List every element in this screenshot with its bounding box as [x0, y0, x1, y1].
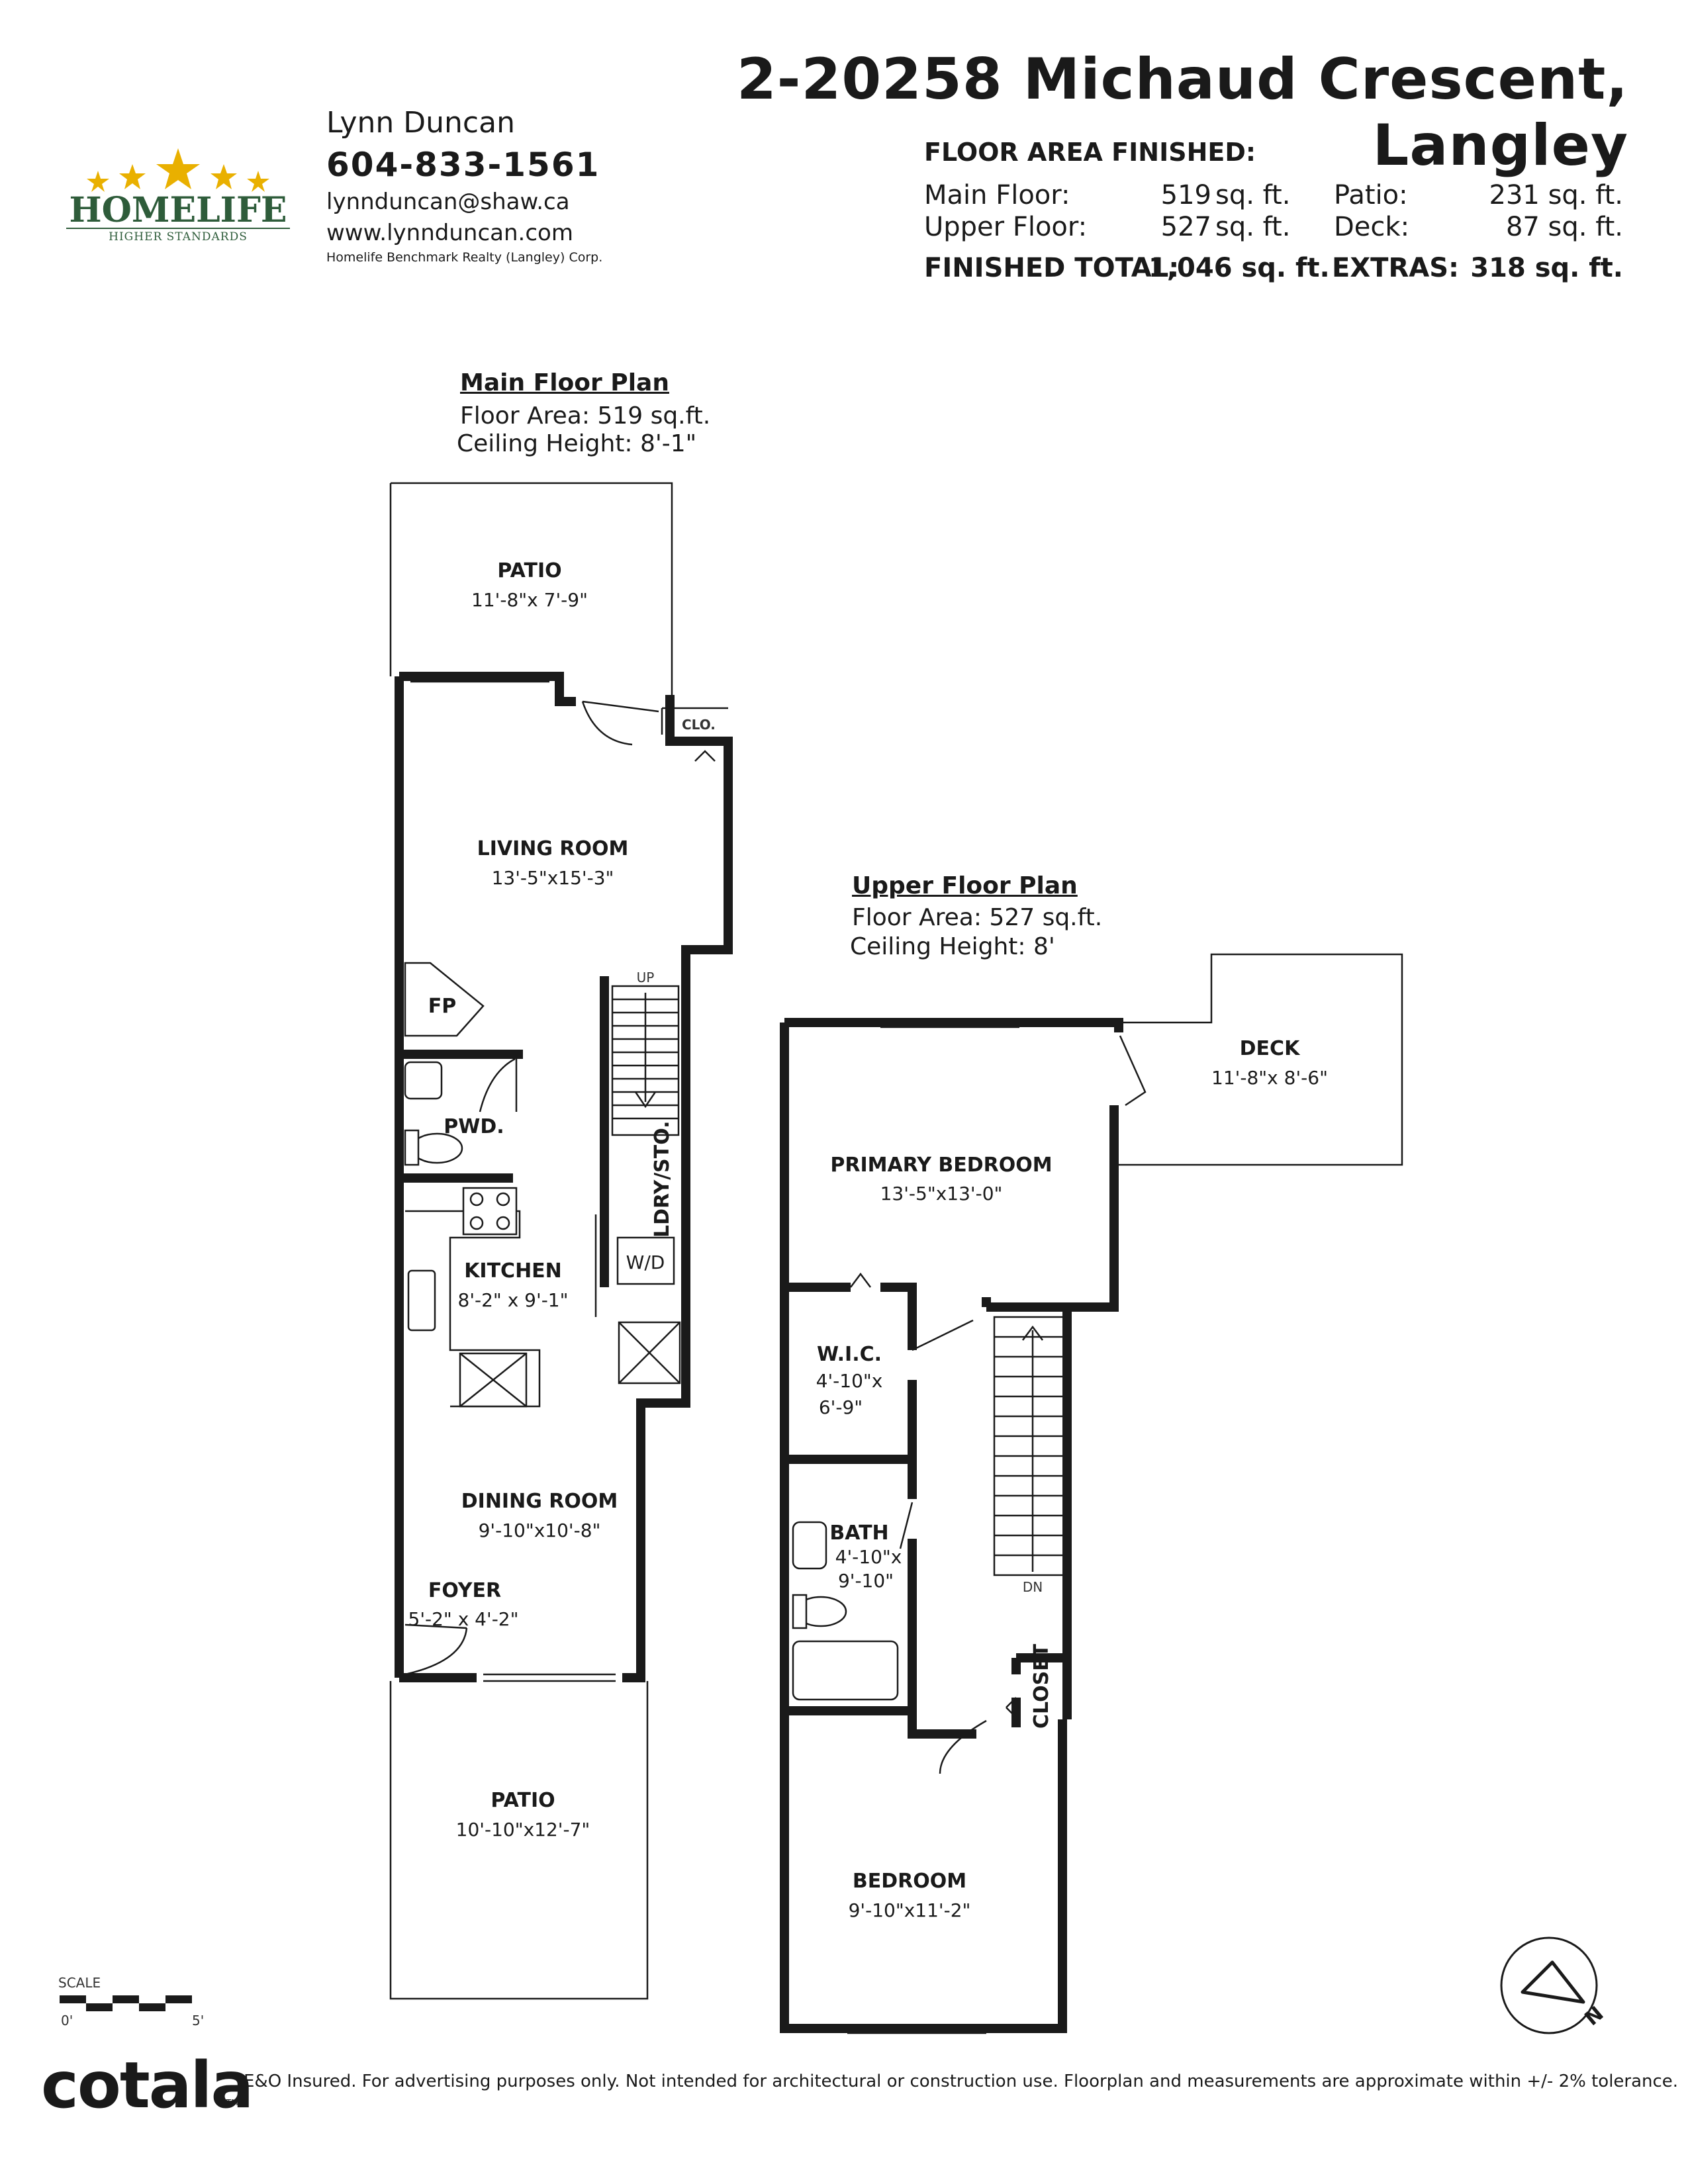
patio-bottom-outline: [389, 1681, 649, 2000]
room-wic-dim2: 6'-9": [819, 1396, 863, 1418]
room-bath-dim1: 4'-10"x: [835, 1546, 902, 1568]
upper-plan-title: Upper Floor Plan: [852, 872, 1078, 899]
kitchen-counter: [405, 1210, 541, 1408]
room-foyer-dim: 5'-2" x 4'-2": [408, 1608, 519, 1630]
upper-plan-ceiling: Ceiling Height: 8': [850, 933, 1055, 960]
homelife-logo: HOMELIFE HIGHER STANDARDS: [66, 148, 290, 244]
room-kitchen-dim: 8'-2" x 9'-1": [458, 1289, 569, 1311]
scale-label: SCALE: [58, 1975, 101, 1991]
room-living-dim: 13'-5"x15'-3": [492, 867, 614, 889]
agent-phone: 604-833-1561: [326, 146, 600, 184]
main-floor-value: 519: [1160, 180, 1211, 210]
room-patio-bottom-dim: 10'-10"x12'-7": [456, 1819, 590, 1841]
patio-value: 231 sq. ft.: [1489, 180, 1624, 210]
room-wic-dim1: 4'-10"x: [816, 1370, 883, 1392]
logo-brand: HOMELIFE: [69, 190, 287, 230]
agent-name: Lynn Duncan: [326, 106, 515, 140]
room-living-name: LIVING ROOM: [477, 837, 629, 860]
deck-outline: [1119, 953, 1403, 1166]
finished-total-label: FINISHED TOTAL:: [924, 253, 1180, 283]
room-deck-dim: 11'-8"x 8'-6": [1211, 1067, 1328, 1089]
cotala-trademark: TM: [226, 2098, 238, 2107]
extras-value: 318 sq. ft.: [1470, 253, 1623, 283]
stairs-up-label: UP: [637, 970, 655, 985]
room-bath-name: BATH: [829, 1522, 888, 1545]
agent-brokerage: Homelife Benchmark Realty (Langley) Corp…: [326, 250, 603, 265]
room-clo-name: CLO.: [682, 717, 716, 733]
room-kitchen-name: KITCHEN: [464, 1259, 562, 1283]
main-plan-area: Floor Area: 519 sq.ft.: [460, 402, 711, 430]
upper-floor-walls: [780, 1018, 1123, 2033]
washer-dryer: [616, 1236, 675, 1285]
finished-total-value: 1,046 sq. ft.: [1149, 253, 1330, 283]
property-address: 2-20258 Michaud Crescent, Langley: [736, 46, 1628, 179]
washer-dryer-label: W/D: [626, 1251, 665, 1273]
bath-sink: [792, 1521, 827, 1570]
patio-top-outline: [389, 482, 673, 695]
main-floor-unit: sq. ft.: [1215, 180, 1291, 210]
main-floor-plan: [389, 482, 733, 2000]
bathtub: [792, 1640, 899, 1701]
room-primary-dim: 13'-5"x13'-0": [880, 1183, 1003, 1205]
upper-floor-plan: [780, 953, 1403, 2034]
extras-label: EXTRAS:: [1332, 253, 1460, 283]
room-wic-name: W.I.C.: [817, 1343, 882, 1366]
floor-area-title: FLOOR AREA FINISHED:: [924, 138, 1256, 167]
upper-floor-unit: sq. ft.: [1215, 212, 1291, 242]
room-foyer-name: FOYER: [428, 1579, 501, 1602]
room-pwd-name: PWD.: [444, 1115, 504, 1138]
cooktop: [462, 1187, 518, 1236]
kitchen-sink: [407, 1269, 436, 1332]
scale-min: 0': [61, 2013, 73, 2028]
room-dining-dim: 9'-10"x10'-8": [479, 1520, 601, 1541]
star-icon: [119, 164, 146, 189]
footer-disclaimer: E&O Insured. For advertising purposes on…: [244, 2071, 1679, 2091]
room-patio-top-dim: 11'-8"x 7'-9": [471, 589, 588, 611]
room-bedroom-dim: 9'-10"x11'-2": [849, 1899, 971, 1921]
stairs-main: [611, 985, 680, 1136]
room-bedroom-name: BEDROOM: [853, 1870, 966, 1893]
patio-label: Patio:: [1334, 180, 1408, 210]
room-patio-top-name: PATIO: [497, 559, 561, 582]
star-icon: [156, 148, 200, 189]
stairs-dn-label: DN: [1023, 1579, 1043, 1595]
main-plan-ceiling: Ceiling Height: 8'-1": [457, 430, 697, 457]
star-icon: [87, 171, 109, 192]
room-fp-name: FP: [428, 995, 456, 1018]
sink: [404, 1061, 443, 1100]
compass-north-label: N: [1581, 2002, 1609, 2030]
room-deck-name: DECK: [1240, 1037, 1301, 1060]
deck-label: Deck:: [1334, 212, 1410, 242]
logo-tagline: HIGHER STANDARDS: [109, 230, 248, 244]
compass-icon: N: [1500, 1936, 1609, 2034]
deck-value: 87 sq. ft.: [1505, 212, 1623, 242]
scale-bar: SCALE 0' 5': [58, 1975, 204, 2028]
star-icon: [211, 164, 237, 189]
agent-email: lynnduncan@shaw.ca: [326, 189, 570, 215]
foyer-door: [404, 1623, 468, 1676]
main-plan-title: Main Floor Plan: [460, 369, 669, 396]
room-bath-dim2: 9'-10": [838, 1570, 894, 1592]
star-icons: [87, 148, 269, 192]
room-ldry-name: LDRY/STO.: [651, 1121, 674, 1238]
fireplace: [404, 962, 485, 1037]
room-primary-name: PRIMARY BEDROOM: [830, 1154, 1052, 1177]
agent-website: www.lynnduncan.com: [326, 220, 573, 246]
deck-door: [1119, 1035, 1147, 1107]
stairs-upper: [993, 1316, 1068, 1576]
room-patio-bottom-name: PATIO: [491, 1789, 555, 1812]
room-closet-name: CLOSET: [1030, 1643, 1053, 1729]
scale-max: 5': [192, 2013, 204, 2028]
star-icon: [247, 171, 269, 192]
upper-plan-area: Floor Area: 527 sq.ft.: [852, 904, 1103, 931]
room-dining-name: DINING ROOM: [461, 1490, 618, 1513]
door-swing: [581, 700, 659, 746]
cotala-logo: cotala: [41, 2048, 254, 2122]
main-floor-label: Main Floor:: [924, 180, 1070, 210]
upper-floor-label: Upper Floor:: [924, 212, 1088, 242]
upper-floor-value: 527: [1160, 212, 1211, 242]
